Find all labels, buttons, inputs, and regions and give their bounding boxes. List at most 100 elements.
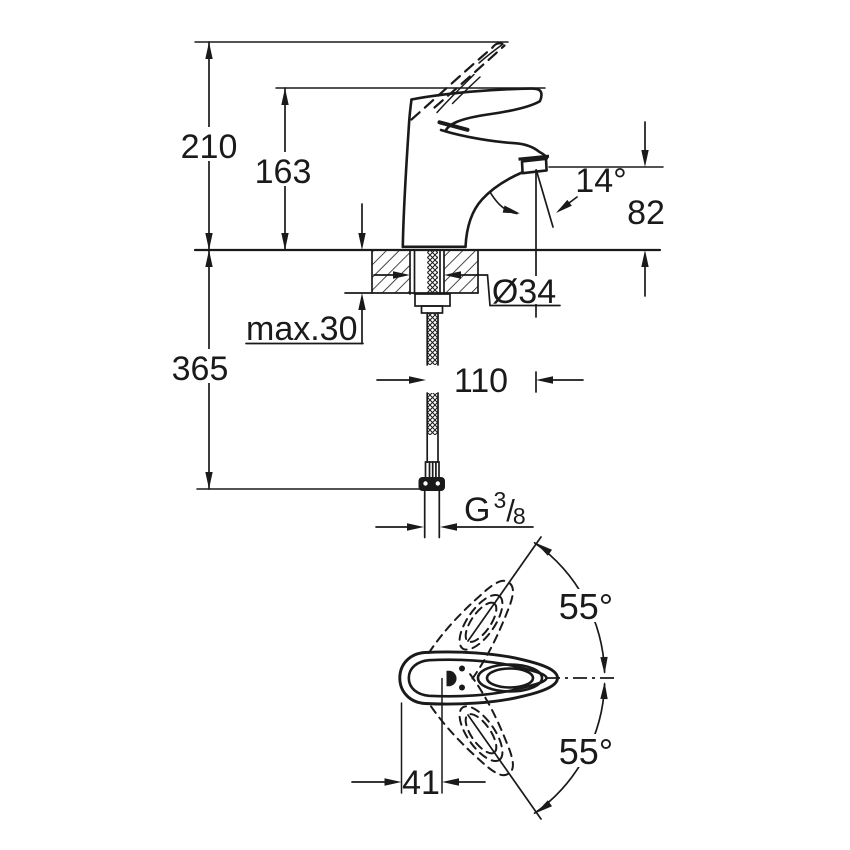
label-bg-365 [170, 349, 230, 383]
arrow-163-top [281, 88, 289, 105]
label-overall-height: 210 [181, 128, 238, 166]
label-bg-55-upper [554, 589, 618, 622]
arrow-41-right [384, 778, 402, 786]
spout-top-edge [439, 128, 549, 160]
handle-pivot-seam [437, 120, 470, 132]
connection-tube [423, 490, 441, 539]
dimension-spout-reach [376, 376, 584, 384]
ext-lines-41 [400, 677, 443, 794]
arrow-max30-up [358, 293, 366, 310]
counter-edges [371, 249, 479, 294]
raised-handle-lower-edge [410, 46, 494, 121]
label-spout-angle: 14° [575, 162, 626, 200]
arrow-82-down [641, 150, 649, 167]
handle-dot-top [459, 665, 465, 672]
label-spout-height: 82 [627, 194, 665, 232]
counter-hatch-left [372, 250, 410, 293]
dimension-handle-offset [351, 677, 486, 794]
label-bg-210 [180, 127, 238, 161]
thread-denominator: 8 [513, 503, 526, 529]
arrow-82-up [641, 250, 649, 267]
arrow-arc-bottom [536, 800, 553, 813]
dimension-overall-height [194, 41, 509, 251]
rotated-outline-up [427, 579, 514, 683]
arrow-thread-left [440, 523, 457, 531]
stream-angle-line [535, 169, 554, 228]
label-hole-diameter: Ø34 [492, 273, 556, 311]
mounting-nut [420, 305, 444, 314]
hose-braid-1 [427, 250, 438, 294]
nut-highlight-2 [435, 481, 440, 486]
arrow-arc-top [536, 543, 553, 556]
hose-edges [426, 312, 439, 463]
faucet-outline [401, 87, 550, 249]
label-spout-reach: 110 [454, 362, 508, 400]
arrow-arc-lower-end [600, 682, 608, 700]
thread-prefix: G [464, 491, 490, 529]
shank-walls [413, 249, 441, 295]
mounting-hole-walls [409, 249, 445, 295]
dia34-leader [459, 274, 561, 307]
raised-handle-tip [491, 42, 506, 49]
rotated-outline-down [427, 673, 514, 777]
connection-nut [418, 477, 445, 491]
label-max-thickness: max.30 [246, 310, 358, 348]
arrow-210-bottom [205, 233, 213, 250]
rotated-axis-line-up [467, 536, 542, 642]
label-bg-55-lower [554, 734, 618, 767]
hose-fitting-ridges [428, 461, 437, 479]
thread-slash: / [506, 493, 515, 528]
hose-braid-3 [427, 393, 438, 435]
handle-marker [446, 670, 457, 687]
arrow-thread-right [407, 523, 424, 531]
arrow-41-left [442, 778, 459, 786]
top-view [351, 536, 617, 820]
dimension-hole-diameter [373, 271, 561, 307]
arrow-angle-leader [556, 199, 572, 213]
raised-handle-upper-edge [433, 44, 506, 109]
motion-line-1 [436, 73, 475, 114]
handle-dot-bottom [459, 684, 465, 691]
dimension-max-thickness [245, 203, 366, 345]
arrow-110-right [409, 376, 426, 384]
hose-braid-2 [427, 313, 438, 365]
handle-top-view [398, 650, 617, 706]
label-bg-dia34 [491, 276, 557, 304]
dimension-spout-height [548, 121, 664, 297]
side-view [193, 41, 664, 539]
handle-raised-dashed [410, 42, 506, 121]
arrow-163-bottom [281, 233, 289, 250]
mounting-washer [414, 293, 451, 307]
arrow-dia34-left [444, 271, 461, 279]
motion-line-2 [451, 76, 481, 105]
faucet-body-right-edge [464, 171, 524, 249]
dimension-thread [375, 523, 534, 531]
spout-lip [518, 154, 550, 161]
handle-top-edge [410, 87, 543, 103]
label-bg-110 [453, 362, 509, 395]
thread-numerator: 3 [493, 487, 506, 513]
faucet-body-left-edge [401, 98, 413, 249]
arrow-210-top [205, 42, 213, 59]
label-bg-163 [254, 152, 312, 186]
arrow-dia34-right [393, 271, 410, 279]
handle-inner-outline [407, 658, 548, 698]
handle-loop-inner [485, 667, 535, 689]
label-swing-upper: 55° [559, 586, 613, 627]
dimension-swing-angles [467, 536, 608, 820]
rotated-axis-line-down [467, 714, 542, 820]
arrow-365-bottom [205, 472, 213, 489]
arrow-365-top [205, 250, 213, 267]
motion-line-3 [478, 43, 504, 64]
label-handle-offset: 41 [402, 764, 440, 802]
arrow-angle-arc [502, 205, 520, 214]
handle-outer-outline [398, 650, 559, 706]
label-hose-length: 365 [172, 350, 229, 388]
handle-loop-outer [476, 663, 544, 693]
label-swing-lower: 55° [559, 731, 613, 772]
aerator [520, 157, 548, 175]
